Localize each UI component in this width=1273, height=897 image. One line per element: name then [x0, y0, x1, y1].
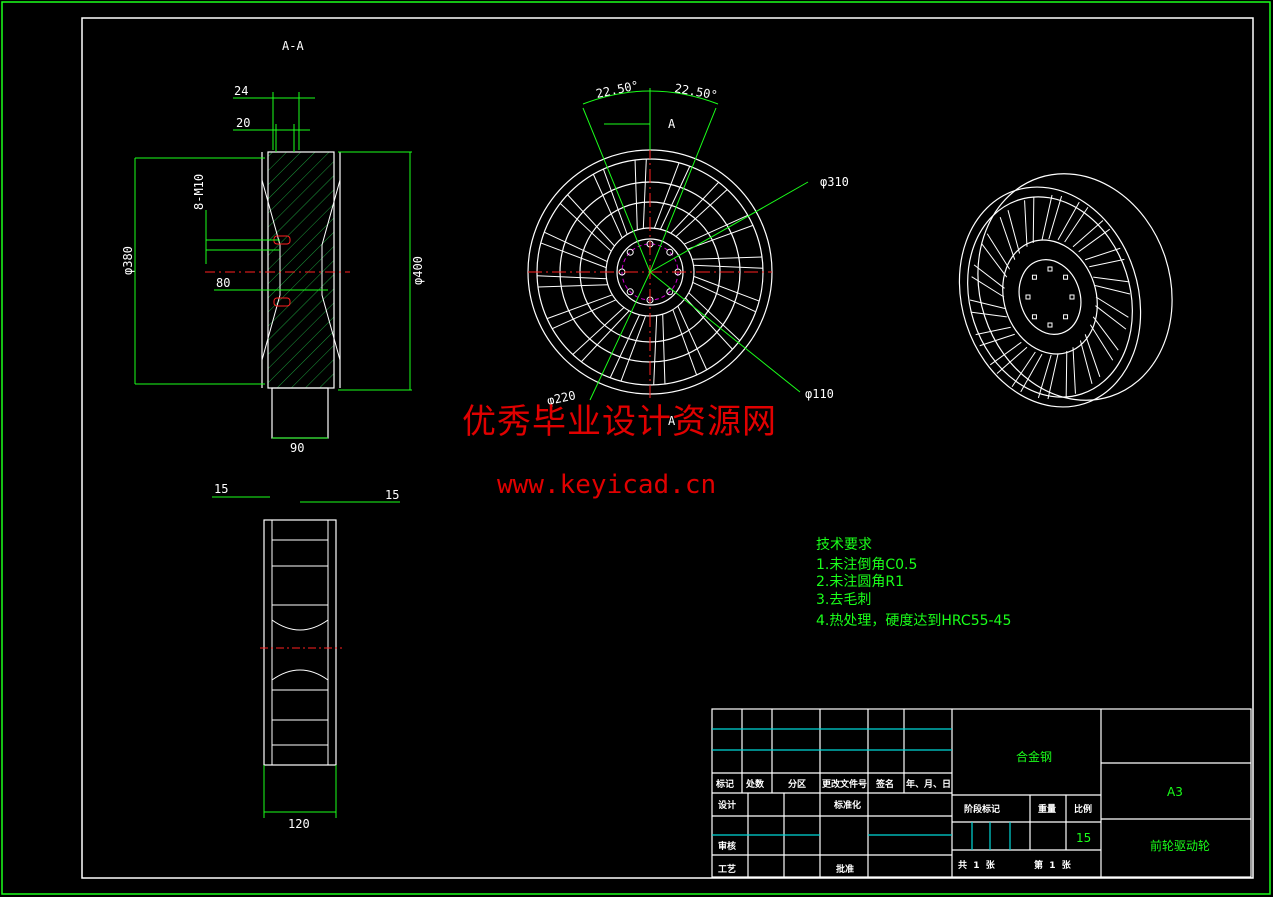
angle-left: 22.50° — [595, 78, 640, 101]
technical-requirements: 技术要求 1.未注倒角C0.5 2.未注圆角R1 3.去毛刺 4.热处理，硬度达… — [816, 537, 1011, 629]
angle-right: 22.50° — [673, 81, 718, 102]
standardize-label: 标准化 — [833, 799, 861, 811]
dim-15-right: 15 — [385, 488, 399, 502]
weight-label: 重量 — [1038, 803, 1056, 815]
dim-thread: 8-M10 — [192, 174, 206, 210]
dim-400: φ400 — [411, 256, 425, 285]
header-change-doc: 更改文件号 — [822, 778, 867, 790]
dim-90: 90 — [290, 441, 304, 455]
dim-310: φ310 — [820, 175, 849, 189]
view-arrow-label: A — [668, 117, 676, 131]
header-count: 处数 — [745, 778, 765, 790]
process-label: 工艺 — [718, 863, 736, 875]
section-label: A-A — [282, 39, 304, 53]
tech-req-item: 4.热处理，硬度达到HRC55-45 — [816, 613, 1011, 629]
tech-req-title: 技术要求 — [816, 537, 872, 553]
front-view — [527, 88, 809, 401]
title-block-text: 标记 处数 分区 更改文件号 签名 年、月、日 设计 标准化 审核 工艺 批准 … — [715, 749, 1210, 875]
title-block — [711, 708, 1252, 878]
side-view: 15 15 120 — [212, 482, 400, 831]
tech-req-item: 3.去毛刺 — [816, 592, 871, 608]
part-name: 前轮驱动轮 — [1150, 838, 1210, 853]
hub-shaft — [271, 387, 329, 439]
header-date: 年、月、日 — [906, 778, 951, 790]
tech-req-item: 1.未注倒角C0.5 — [816, 557, 917, 573]
dim-24: 24 — [234, 84, 248, 98]
tech-req-item: 2.未注圆角R1 — [816, 574, 904, 590]
sheet-size: A3 — [1167, 785, 1183, 799]
dim-380: φ380 — [121, 246, 135, 275]
sheet-number: 第 1 张 — [1034, 859, 1072, 871]
view-arrow-label-bottom: A — [668, 414, 676, 428]
dim-220: φ220 — [546, 388, 577, 408]
scale-value: 15 — [1076, 831, 1091, 845]
dim-15-left: 15 — [214, 482, 228, 496]
ratio-label: 比例 — [1074, 803, 1092, 815]
design-label: 设计 — [718, 799, 736, 811]
section-view: A-A 24 20 8-M10 φ380 80 — [121, 39, 425, 455]
dim-120: 120 — [288, 817, 310, 831]
stage-mark-label: 阶段标记 — [964, 803, 1000, 815]
review-label: 审核 — [718, 840, 736, 852]
header-mark: 标记 — [715, 778, 734, 790]
approve-label: 批准 — [836, 863, 854, 875]
header-zone: 分区 — [788, 778, 806, 790]
dim-80: 80 — [216, 276, 230, 290]
watermark-cn: 优秀毕业设计资源网 — [462, 402, 777, 442]
dim-110: φ110 — [805, 387, 834, 401]
iso-view — [958, 173, 1173, 408]
watermark-url: www.keyicad.cn — [497, 470, 717, 500]
inner-border — [81, 17, 1254, 879]
total-sheets: 共 1 张 — [958, 859, 996, 871]
header-sign: 签名 — [875, 778, 894, 790]
hub-section — [267, 151, 335, 389]
material: 合金钢 — [1016, 749, 1052, 764]
dim-20: 20 — [236, 116, 250, 130]
